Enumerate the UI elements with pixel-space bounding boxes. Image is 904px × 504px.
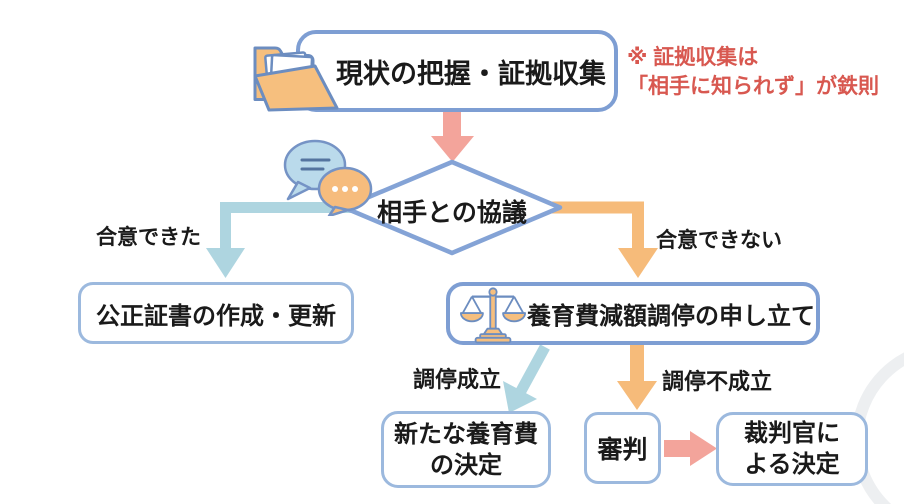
- node-judge-line2: よる決定: [744, 451, 840, 478]
- node-trial-label: 審判: [597, 436, 648, 464]
- node-evidence-collection: 現状の把握・証拠収集: [296, 30, 618, 112]
- node-new-support-line2: の決定: [430, 451, 502, 479]
- speech-bubbles-icon: [283, 139, 373, 216]
- arrow-evidence-to-discussion: [431, 110, 474, 162]
- discussion-diamond-shape: [341, 159, 563, 256]
- edge-label-mediation-success: 調停成立: [413, 367, 502, 392]
- node-new-support-line1: 新たな養育費: [394, 420, 538, 448]
- evidence-warning-note: ※ 証拠収集は 「相手に知られず」が鉄則: [627, 43, 879, 101]
- arrow-trial-to-judge: [664, 431, 717, 466]
- node-new-support-decision: 新たな養育費 の決定: [381, 411, 551, 488]
- node-trial: 審判: [584, 412, 661, 484]
- folder-icon: [253, 46, 339, 112]
- edge-label-mediation-fail: 調停不成立: [662, 369, 773, 394]
- note-line-2: 「相手に知られず」が鉄則: [627, 75, 879, 98]
- arrow-disagree-branch: [552, 201, 658, 278]
- edge-label-disagree: 合意できない: [656, 229, 782, 252]
- arrow-mediation-success: [503, 344, 550, 413]
- node-mediation-filing: 養育費減額調停の申し立て: [446, 282, 820, 345]
- scales-icon: [460, 286, 526, 343]
- node-mediation-label: 養育費減額調停の申し立て: [527, 303, 815, 330]
- node-notary-label: 公正証書の作成・更新: [96, 302, 336, 330]
- node-discussion: 相手との協議: [377, 199, 527, 227]
- node-evidence-label: 現状の把握・証拠収集: [336, 58, 606, 89]
- node-judge-decision: 裁判官に よる決定: [716, 412, 868, 486]
- node-notary-deed: 公正証書の作成・更新: [78, 282, 354, 344]
- note-line-1: ※ 証拠収集は: [627, 46, 759, 69]
- edge-label-agree: 合意できた: [96, 226, 201, 249]
- arrow-agree-branch: [206, 202, 352, 278]
- node-judge-line1: 裁判官に: [744, 420, 840, 447]
- arrow-mediation-fail: [617, 345, 657, 410]
